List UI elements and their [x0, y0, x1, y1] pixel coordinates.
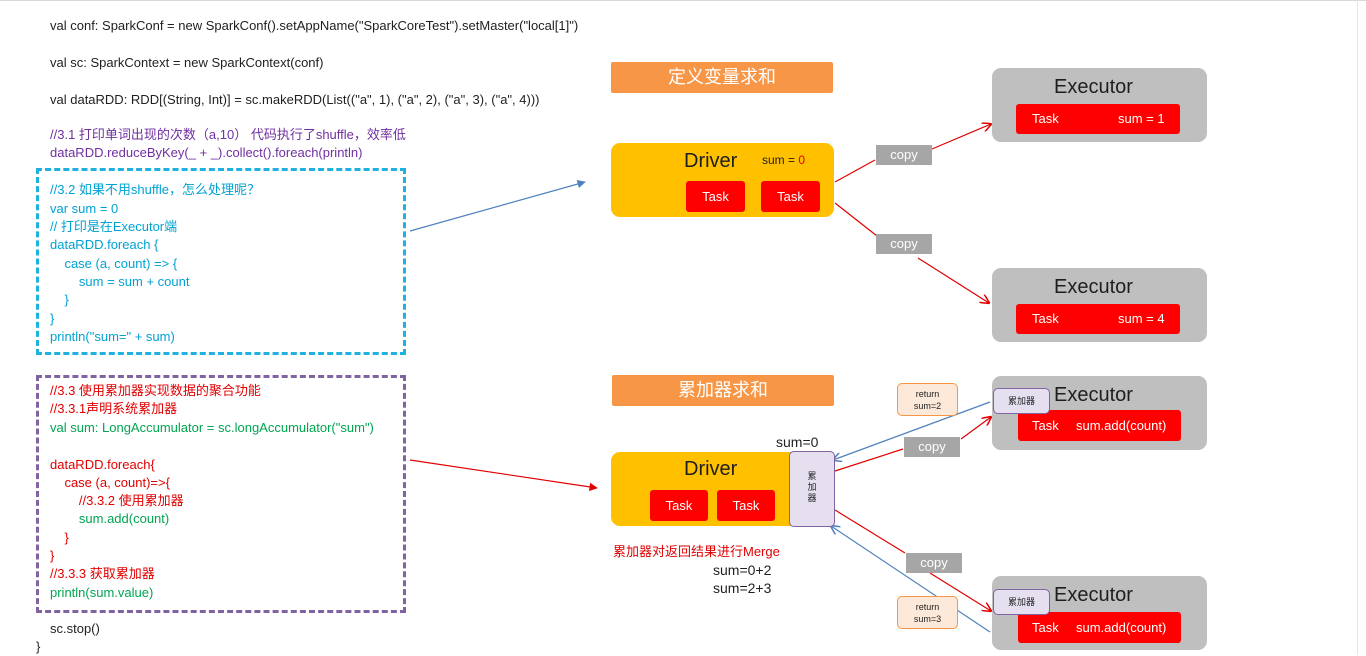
code-block33-add: sum.add(count)	[50, 511, 170, 526]
top-divider	[0, 0, 1366, 1]
driver-sum-value: 0	[798, 153, 806, 167]
code-line-close: }	[36, 639, 41, 654]
driver-sum-label: sum = 0	[762, 153, 805, 167]
executor-task-label: Task	[1032, 418, 1059, 433]
right-divider	[1357, 0, 1358, 655]
copy-label: copy	[876, 234, 932, 254]
code-block33-comment: //3.3 使用累加器实现数据的聚合功能	[50, 383, 261, 398]
return-arrow	[833, 401, 991, 460]
accumulator-char: 累	[807, 471, 817, 481]
accumulator-code-box	[36, 375, 406, 613]
driver-sum-initial: sum=0	[776, 434, 819, 450]
return-value: sum=3	[913, 614, 942, 624]
executor-add-action: sum.add(count)	[1076, 620, 1167, 635]
return-badge: return sum=3	[897, 596, 958, 629]
accumulator-vertical-label: 累 加 器	[790, 471, 834, 504]
executor-task-label: Task	[1032, 620, 1059, 635]
merge-step: sum=2+3	[713, 580, 772, 596]
executor-task: Task sum = 4	[1016, 304, 1180, 334]
executor-task: Task sum.add(count)	[1018, 612, 1181, 643]
copy-label: copy	[904, 437, 960, 457]
executor-add-action: sum.add(count)	[1076, 418, 1167, 433]
copy-arrow	[917, 257, 989, 303]
executor-node: Executor Task sum = 4	[992, 268, 1207, 342]
code-block32-line: }	[50, 311, 55, 326]
executor-accumulator: 累加器	[993, 388, 1050, 414]
driver-task: Task	[761, 181, 820, 212]
executor-sum: sum = 1	[1118, 111, 1165, 126]
code-line-conf: val conf: SparkConf = new SparkConf().se…	[50, 18, 579, 33]
copy-arrow	[931, 124, 991, 150]
copy-label: copy	[876, 145, 932, 165]
executor-task: Task sum.add(count)	[1018, 410, 1181, 441]
shuffle-free-code-box	[36, 168, 406, 355]
code-block33-print: println(sum.value)	[50, 585, 154, 600]
variable-sum-banner: 定义变量求和	[611, 62, 833, 93]
accumulator-sum-banner: 累加器求和	[612, 375, 834, 406]
code-to-driver-arrow	[409, 179, 586, 232]
code-block32-line: // 打印是在Executor端	[50, 219, 178, 234]
driver-accumulator: 累 加 器	[789, 451, 835, 527]
driver-sum-prefix: sum =	[762, 153, 799, 167]
driver-title: Driver	[684, 150, 738, 172]
executor-task-label: Task	[1032, 311, 1059, 326]
copy-arrow	[929, 572, 991, 611]
return-arrow	[831, 526, 991, 633]
accumulator-char: 加	[807, 482, 817, 492]
code-line-stop: sc.stop()	[50, 621, 100, 636]
code-line-sc: val sc: SparkContext = new SparkContext(…	[50, 55, 324, 70]
code-block32-line: //3.2 如果不用shuffle，怎么处理呢？	[50, 182, 260, 197]
return-badge: return sum=2	[897, 383, 958, 416]
code-block33-brace: }	[50, 548, 55, 563]
merge-note: 累加器对返回结果进行Merge	[613, 544, 780, 559]
executor-title: Executor	[1054, 276, 1133, 298]
executor-task-label: Task	[1032, 111, 1059, 126]
copy-line	[834, 159, 876, 183]
copy-arrow	[960, 417, 991, 440]
code-block32-line: case (a, count) => {	[50, 256, 178, 271]
code-to-accum-driver-arrow	[409, 459, 598, 492]
code-comment-31: //3.1 打印单词出现的次数（a,10） 代码执行了shuffle，效率低	[50, 127, 406, 142]
copy-line	[834, 509, 906, 554]
driver-task: Task	[686, 181, 745, 212]
code-block33-case: case (a, count)=>{	[50, 475, 170, 490]
code-block33-comment: //3.3.1声明系统累加器	[50, 401, 178, 416]
driver-node: Driver sum = 0 Task Task	[611, 143, 834, 217]
code-block32-line: dataRDD.foreach {	[50, 237, 159, 252]
copy-line	[834, 202, 878, 237]
return-label: return	[915, 602, 940, 612]
code-block33-comment: //3.3.3 获取累加器	[50, 566, 155, 581]
code-block32-line: println("sum=" + sum)	[50, 329, 175, 344]
code-block33-brace: }	[50, 530, 69, 545]
code-block33-decl: val sum: LongAccumulator = sc.longAccumu…	[50, 420, 374, 435]
copy-label: copy	[906, 553, 962, 573]
return-label: return	[915, 389, 940, 399]
executor-accumulator: 累加器	[993, 589, 1050, 615]
code-line-rdd: val dataRDD: RDD[(String, Int)] = sc.mak…	[50, 92, 540, 107]
accumulator-char: 器	[807, 493, 817, 503]
code-block33-comment: //3.3.2 使用累加器	[50, 493, 184, 508]
executor-node: Executor Task sum.add(count)	[992, 376, 1207, 450]
copy-line	[834, 448, 904, 472]
code-block33-foreach: dataRDD.foreach{	[50, 457, 155, 472]
code-block32-line: }	[50, 292, 69, 307]
executor-title: Executor	[1054, 76, 1133, 98]
code-line-reduce: dataRDD.reduceByKey(_ + _).collect().for…	[50, 145, 363, 160]
driver-title: Driver	[684, 458, 738, 480]
driver-task: Task	[650, 490, 708, 521]
code-block32-line: var sum = 0	[50, 201, 119, 216]
executor-sum: sum = 4	[1118, 311, 1165, 326]
executor-title: Executor	[1054, 584, 1133, 606]
executor-task: Task sum = 1	[1016, 104, 1180, 134]
merge-step: sum=0+2	[713, 562, 772, 578]
driver-task: Task	[717, 490, 775, 521]
executor-title: Executor	[1054, 384, 1133, 406]
return-value: sum=2	[913, 401, 942, 411]
executor-node: Executor Task sum = 1	[992, 68, 1207, 142]
code-block32-line: sum = sum + count	[50, 274, 190, 289]
